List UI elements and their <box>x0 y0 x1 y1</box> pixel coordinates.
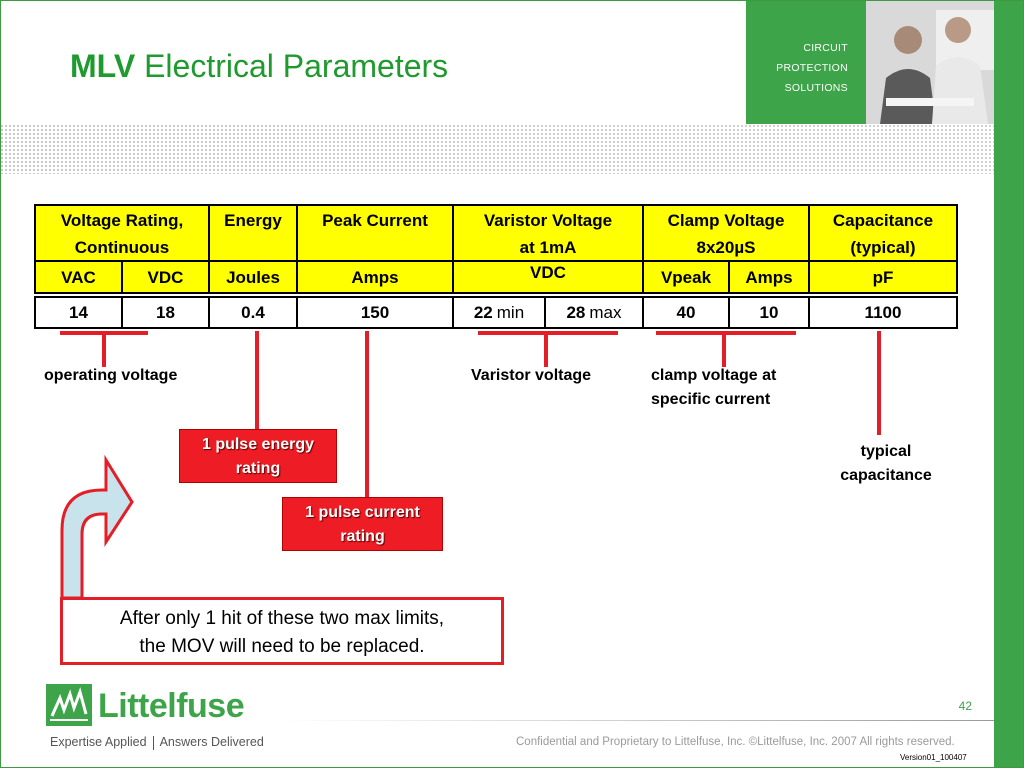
table-units-row: VAC VDC Joules Amps VDC Vpeak Amps pF <box>34 262 958 296</box>
logo-wordmark: Littelfuse <box>98 687 245 725</box>
header-photo <box>866 0 994 124</box>
header-brand-panel: CIRCUIT PROTECTION SOLUTIONS <box>746 0 866 124</box>
energy-connector <box>255 331 259 429</box>
value-vdc: 18 <box>123 298 210 327</box>
right-brand-bar <box>994 0 1024 768</box>
unit-clamp-amps: Amps <box>730 262 810 294</box>
typical-capacitance-label: typical capacitance <box>840 443 932 484</box>
value-joules: 0.4 <box>210 298 298 327</box>
header-peak-current: Peak Current <box>298 206 454 260</box>
people-photo-icon <box>866 0 994 124</box>
unit-vac: VAC <box>36 262 123 294</box>
varistor-voltage-label: Varistor voltage <box>471 367 592 384</box>
brand-tagline: CIRCUIT PROTECTION SOLUTIONS <box>746 38 866 98</box>
page-number: 42 <box>958 699 972 713</box>
value-clamp-amps: 10 <box>730 298 810 327</box>
tag-line-2: PROTECTION <box>776 62 848 74</box>
unit-joules: Joules <box>210 262 298 294</box>
header-voltage-rating: Voltage Rating,Continuous <box>36 206 210 260</box>
value-amps: 150 <box>298 298 454 327</box>
littelfuse-logo: Littelfuse <box>46 684 245 728</box>
title-bold: MLV <box>70 48 136 84</box>
tag-line-1: CIRCUIT <box>803 42 848 54</box>
value-vpeak: 40 <box>644 298 730 327</box>
table-header-row: Voltage Rating,Continuous Energy Peak Cu… <box>34 204 958 262</box>
clamp-bracket <box>656 331 796 335</box>
clamp-connector <box>722 331 726 367</box>
operating-connector <box>102 331 106 367</box>
tag-line-3: SOLUTIONS <box>784 82 848 94</box>
varistor-connector <box>544 331 548 367</box>
title-rest: Electrical Parameters <box>135 48 449 84</box>
varistor-bracket <box>478 331 618 335</box>
current-connector <box>365 331 369 499</box>
pulse-energy-box: 1 pulse energy rating <box>179 429 337 483</box>
unit-pf: pF <box>872 268 894 287</box>
header-capacitance: Capacitance(typical) <box>832 211 934 257</box>
operating-voltage-label: operating voltage <box>44 367 178 384</box>
clamp-voltage-label: clamp voltage at specific current <box>651 367 777 408</box>
capacitance-connector <box>877 331 881 435</box>
version-label: Version01_100407 <box>900 753 967 762</box>
pulse-current-box: 1 pulse current rating <box>282 497 443 551</box>
replacement-note: After only 1 hit of these two max limits… <box>60 597 504 665</box>
value-pf: 1100 <box>864 302 902 322</box>
unit-amps: Amps <box>298 262 454 294</box>
curved-arrow-icon <box>60 454 134 600</box>
confidential-notice: Confidential and Proprietary to Littelfu… <box>516 736 955 748</box>
unit-varistor-vdc: VDC <box>454 262 644 294</box>
unit-vdc: VDC <box>123 262 210 294</box>
unit-vpeak: Vpeak <box>644 262 730 294</box>
header-energy: Energy <box>210 206 298 260</box>
value-vac: 14 <box>36 298 123 327</box>
dotted-band <box>0 124 994 174</box>
littelfuse-mark-icon <box>46 684 92 726</box>
footer-divider <box>285 720 994 721</box>
slide-title: MLV Electrical Parameters <box>70 48 448 84</box>
